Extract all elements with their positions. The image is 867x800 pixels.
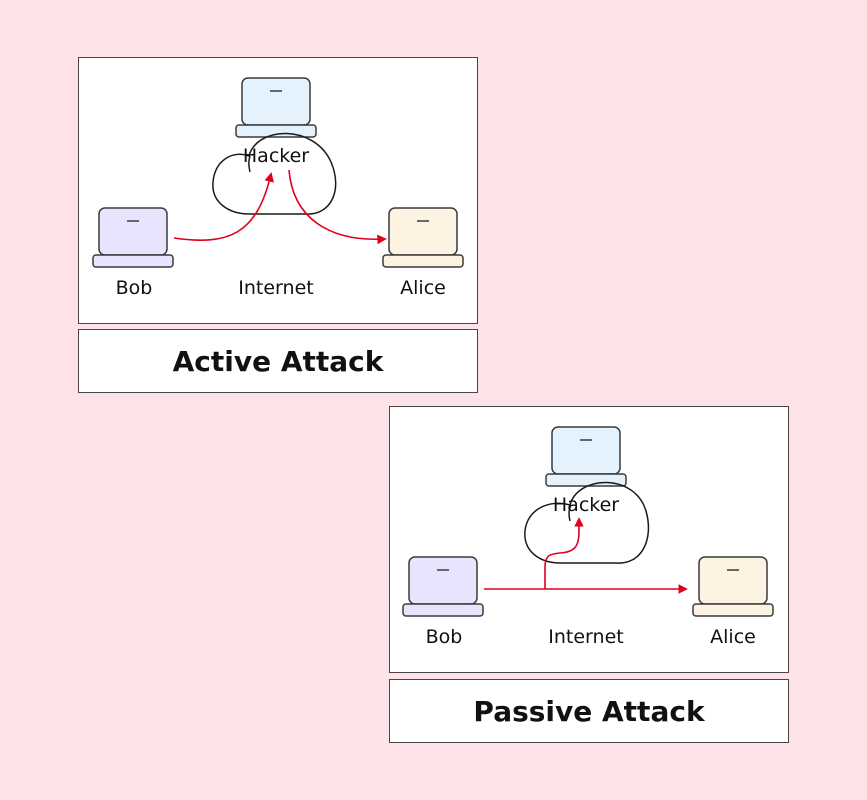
passive-attack-diagram: Hacker Bob Internet Alice xyxy=(389,406,789,673)
alice-label: Alice xyxy=(400,277,446,299)
alice-label: Alice xyxy=(710,626,756,648)
bob-label: Bob xyxy=(425,626,463,648)
alice-laptop-icon xyxy=(382,207,464,268)
hacker-label: Hacker xyxy=(242,145,310,167)
alice-laptop-icon xyxy=(692,556,774,617)
internet-label: Internet xyxy=(238,277,314,299)
hacker-laptop-icon xyxy=(545,426,627,487)
bob-laptop-icon xyxy=(92,207,174,268)
active-attack-diagram: Hacker Bob Internet Alice xyxy=(78,57,478,324)
hacker-to-alice-arrow xyxy=(288,169,387,245)
bob-to-hacker-arrow xyxy=(173,172,274,241)
internet-cloud-icon xyxy=(212,132,337,215)
internet-label: Internet xyxy=(548,626,624,648)
internet-cloud-inner-arc xyxy=(568,504,572,522)
hacker-label: Hacker xyxy=(552,494,620,516)
active-attack-caption: Active Attack xyxy=(78,329,478,393)
tap-to-hacker-arrow xyxy=(544,517,584,589)
passive-attack-caption: Passive Attack xyxy=(389,679,789,743)
bob-laptop-icon xyxy=(402,556,484,617)
bob-label: Bob xyxy=(115,277,153,299)
internet-cloud-inner-arc xyxy=(248,155,251,173)
internet-cloud-icon xyxy=(524,481,650,564)
hacker-laptop-icon xyxy=(235,77,317,138)
active-attack-svg xyxy=(92,77,464,268)
passive-attack-svg xyxy=(402,426,774,617)
